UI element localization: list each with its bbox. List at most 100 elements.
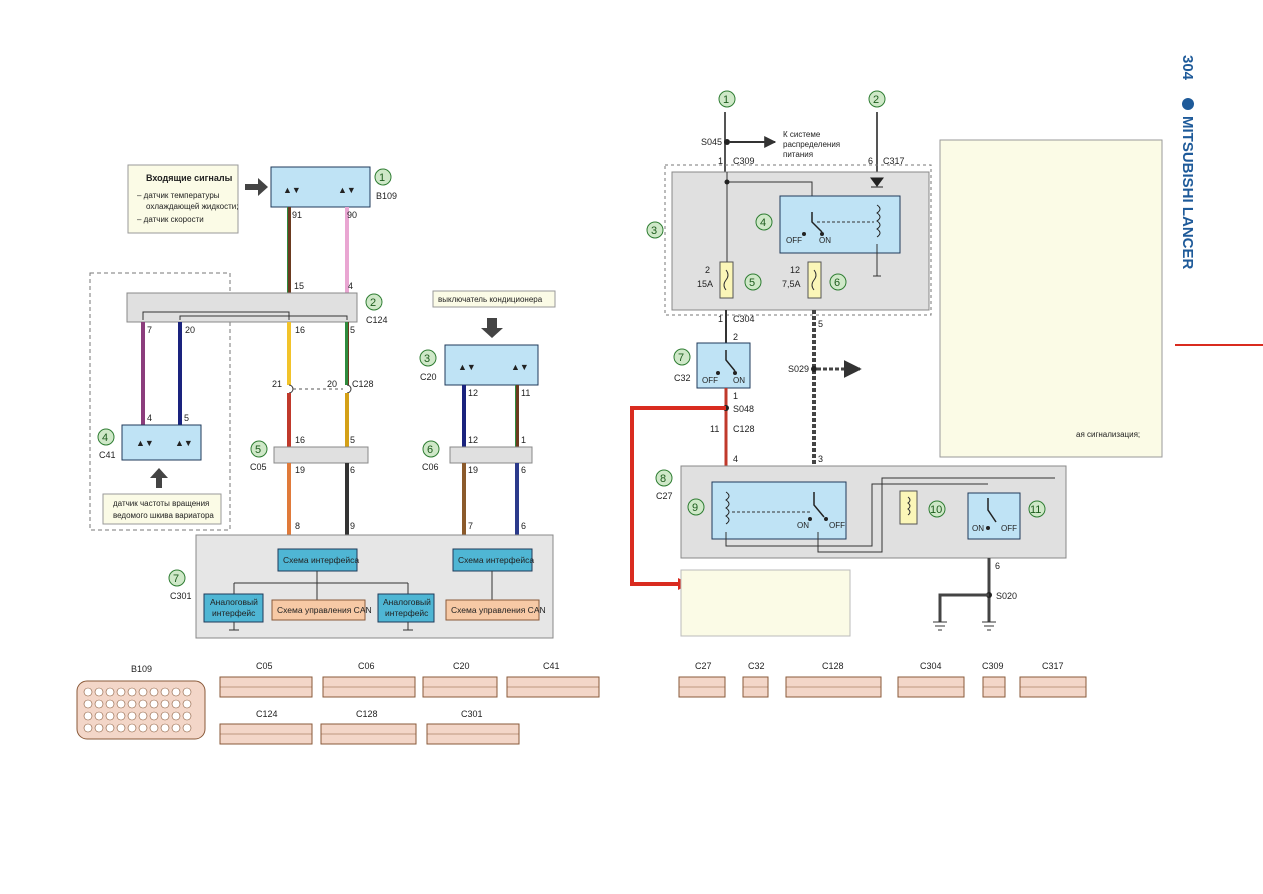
wire-12 <box>462 385 466 447</box>
fuse-5-pin: 2 <box>705 265 710 275</box>
ground-branch <box>938 593 989 622</box>
red-wire <box>630 406 726 586</box>
analog-right-line-1: Аналоговый <box>383 597 431 607</box>
legend-label-c20: C20 <box>453 661 470 671</box>
pin-label: 19 <box>295 465 305 475</box>
code-c128-left: C128 <box>352 379 374 389</box>
pin-label: 20 <box>327 379 337 389</box>
interface-scheme-left-label: Схема интерфейса <box>283 555 359 565</box>
pin-label: 5 <box>184 413 189 423</box>
callout-7-label: 7 <box>173 573 179 585</box>
switch-11-off: OFF <box>1001 524 1017 533</box>
relay-9-contact <box>813 492 825 518</box>
relay-4-coil <box>876 204 881 238</box>
code-c27: C27 <box>656 491 673 501</box>
callout-r3 <box>646 221 664 239</box>
c27-internal-bus <box>725 477 1055 553</box>
diode-icon <box>870 177 884 188</box>
wire-5 <box>345 322 349 385</box>
code-c124: C124 <box>366 315 388 325</box>
legend-label-r-c317: C317 <box>1042 661 1064 671</box>
connector-legend: B109 C05 C06 C20 C41 C124 C128 C301 C27 … <box>76 661 1087 745</box>
c32-off: OFF <box>702 376 718 385</box>
callout-r6 <box>829 273 847 291</box>
can-control-left <box>271 599 366 621</box>
legend-label-b109: B109 <box>131 664 152 674</box>
pin-label: 8 <box>295 521 300 531</box>
pin-label: 20 <box>185 325 195 335</box>
callout-r6-label: 6 <box>834 277 840 289</box>
callout-6-label: 6 <box>427 444 433 456</box>
code-c32: C32 <box>674 373 691 383</box>
pin-label: 4 <box>348 281 353 291</box>
relay-4-off: OFF <box>786 236 802 245</box>
analog-left-line-1: Аналоговый <box>210 597 258 607</box>
callout-1-label: 1 <box>379 172 385 184</box>
analog-interface-left <box>203 593 264 623</box>
header-dot-icon <box>1182 98 1194 110</box>
input-arrow-icon <box>245 178 268 196</box>
callout-7 <box>168 569 186 587</box>
legend-label-c05: C05 <box>256 661 273 671</box>
callout-r11-label: 11 <box>1030 504 1041 516</box>
inputs-item-2: охлаждающей жидкости; <box>146 202 238 211</box>
power-dist-line-1: К системе <box>783 130 821 139</box>
pin-label: 1 <box>521 435 526 445</box>
fuse-icon <box>723 269 729 291</box>
pin-label: 9 <box>350 521 355 531</box>
pin-label: 6 <box>868 156 873 166</box>
inputs-item-3: – датчик скорости <box>137 215 204 224</box>
inputs-item-1: – датчик температуры <box>137 191 220 200</box>
pin-label: 11 <box>521 388 530 398</box>
splice-s045: S045 <box>701 137 722 147</box>
pin-label: 4 <box>733 454 738 464</box>
fuse-6-pin: 12 <box>790 265 800 275</box>
contact-dot <box>820 232 824 236</box>
pin-label: 6 <box>521 465 526 475</box>
callout-r10-label: 10 <box>930 504 942 516</box>
pin-label: 6 <box>350 465 355 475</box>
pulley-sensor-note <box>102 493 222 525</box>
relay-9-off: OFF <box>829 521 845 530</box>
c32-on: ON <box>733 376 745 385</box>
callout-r5 <box>744 273 762 291</box>
callout-r1 <box>718 90 736 108</box>
callout-r10 <box>928 500 946 518</box>
pin-label: 21 <box>272 379 282 389</box>
connector-pin-grid <box>220 686 1086 735</box>
callout-r3-label: 3 <box>651 225 657 237</box>
legend-label-r-c27: C27 <box>695 661 712 671</box>
pin-label: 90 <box>347 210 357 220</box>
pin-label: 4 <box>147 413 152 423</box>
pin-label: 16 <box>295 435 305 445</box>
wire-21 <box>287 393 291 447</box>
fuse-5-rating: 15A <box>697 279 713 289</box>
fuse-icon <box>811 269 817 291</box>
callout-r4 <box>755 213 773 231</box>
code-c41: C41 <box>99 450 116 460</box>
callout-r7 <box>673 348 691 366</box>
wire-19 <box>287 463 291 535</box>
ground-icon <box>229 622 239 631</box>
code-c301: C301 <box>170 591 192 601</box>
switch-c32-box <box>696 342 751 389</box>
power-dist-line-3: питания <box>783 150 813 159</box>
contact-dot <box>733 371 737 375</box>
analog-right-line-2: интерфейс <box>385 608 429 618</box>
callout-r9-label: 9 <box>692 502 698 514</box>
pulley-sensor-line-1: датчик частоты вращения <box>113 499 209 508</box>
code-c20: C20 <box>420 372 437 382</box>
legend-label-r-c304: C304 <box>920 661 942 671</box>
callout-r11 <box>1028 500 1046 518</box>
callout-r7-label: 7 <box>678 352 684 364</box>
pin-label: 12 <box>468 388 478 398</box>
can-control-right <box>445 599 540 621</box>
c41-dashed-frame <box>89 272 231 531</box>
c128-jump-right <box>346 384 352 394</box>
switch-11-contact <box>987 498 997 523</box>
pin-label: 1 <box>733 391 738 401</box>
switch-11-on: ON <box>972 524 984 533</box>
wire-c06-6 <box>515 463 519 535</box>
callout-r8 <box>655 469 673 487</box>
